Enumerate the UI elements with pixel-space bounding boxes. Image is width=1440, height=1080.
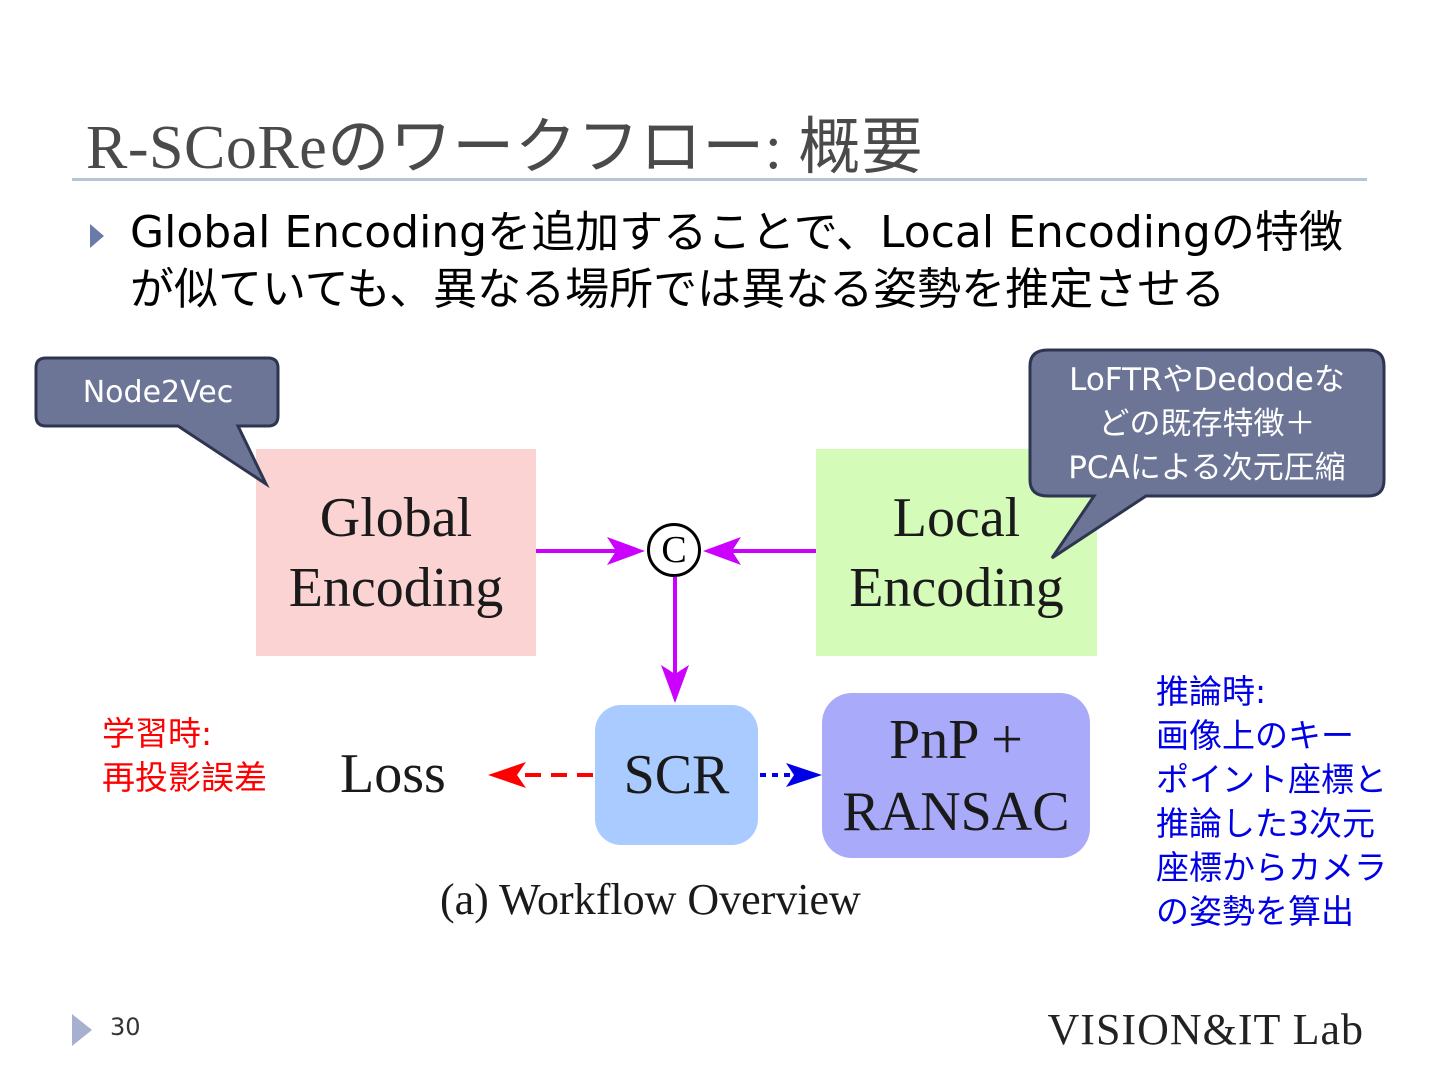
page-marker-icon <box>72 1014 92 1046</box>
callout-right-bubble <box>1028 348 1386 560</box>
bullet-text: Global Encodingを追加することで、Local Encodingの特… <box>130 207 1343 315</box>
scr-label: SCR <box>623 744 730 806</box>
concat-to-scr-arrowhead <box>661 665 689 703</box>
global-to-concat-arrowhead <box>607 537 645 565</box>
pnp-ransac-box: PnP + RANSAC <box>822 693 1090 858</box>
scr-to-loss-arrowhead <box>488 762 526 788</box>
global-encoding-label: Global Encoding <box>288 486 504 619</box>
training-note: 学習時: 再投影誤差 <box>102 714 267 797</box>
lab-logo: VISION&IT Lab <box>1047 1005 1364 1054</box>
scr-box: SCR <box>595 705 758 845</box>
title-underline <box>72 178 1367 181</box>
local-encoding-label: Local Encoding <box>849 486 1064 619</box>
concat-node: C <box>647 523 701 577</box>
callout-global-text: Node2Vec <box>82 375 234 410</box>
global-encoding-box: Global Encoding <box>256 449 536 656</box>
callout-left-bubble <box>34 356 280 489</box>
slide-title: R-SCoReのワークフロー: 概要 <box>86 114 924 182</box>
scr-to-pnp-arrowhead <box>786 763 822 787</box>
page-number: 30 <box>110 1013 141 1041</box>
local-to-concat-arrowhead <box>703 537 741 565</box>
diagram-caption: (a) Workflow Overview <box>440 875 861 924</box>
pnp-ransac-label: PnP + RANSAC <box>842 708 1070 843</box>
concat-label: C <box>661 529 687 571</box>
callout-local-text: LoFTRやDedodeな どの既存特徴＋ PCAによる次元圧縮 <box>1068 362 1346 486</box>
bullet-triangle-icon <box>90 224 104 248</box>
loss-label: Loss <box>340 743 446 805</box>
inference-note: 推論時: 画像上のキー ポイント座標と 推論した3次元 座標からカメラ の姿勢を… <box>1156 672 1387 931</box>
